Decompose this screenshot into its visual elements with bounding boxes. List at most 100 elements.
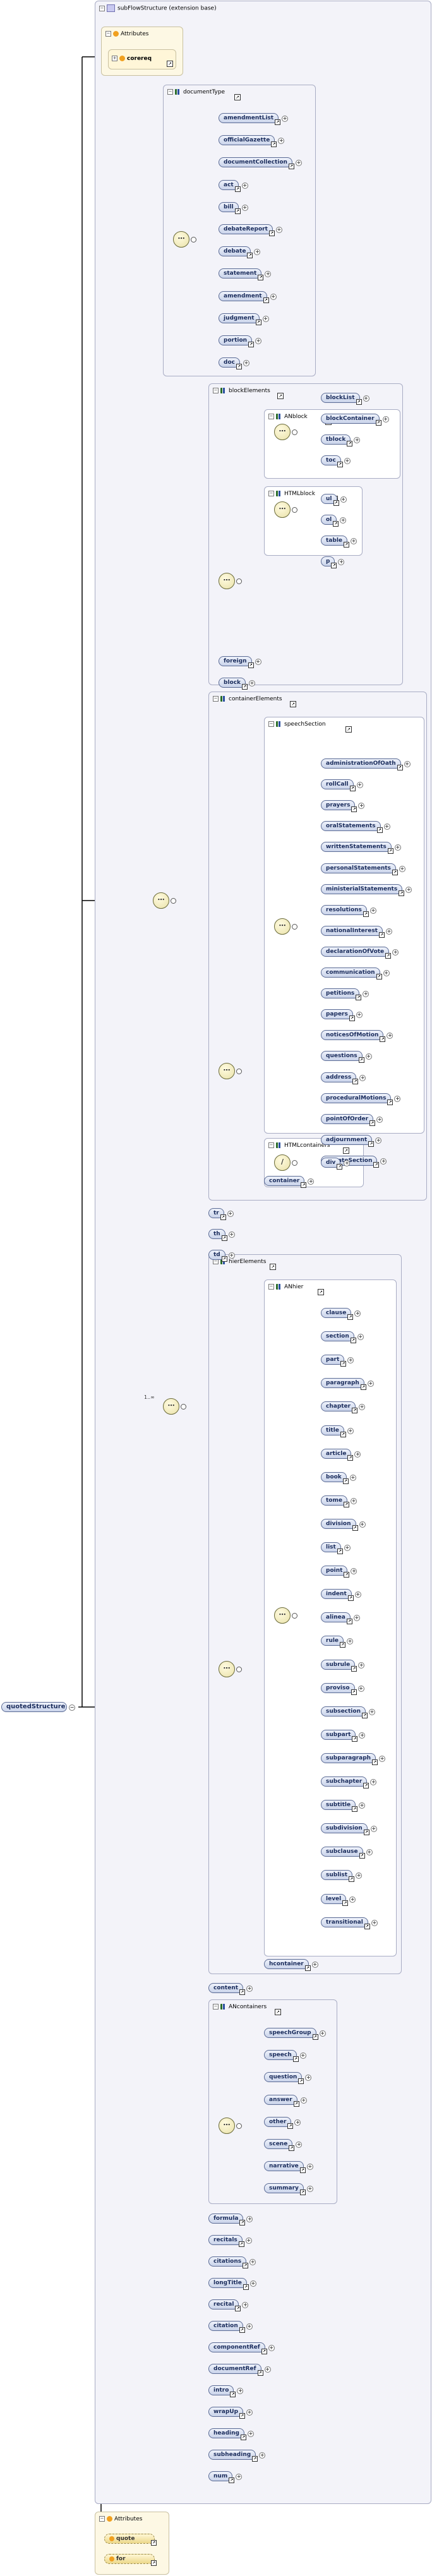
element-heading[interactable]: heading↗+ xyxy=(208,2428,254,2440)
link-arrow-icon[interactable]: ↗ xyxy=(352,1735,358,1742)
element-papers[interactable]: papers↗+ xyxy=(321,1009,363,1022)
expand-plus-icon[interactable]: + xyxy=(264,2366,271,2373)
link-arrow-icon[interactable]: ↗ xyxy=(349,1876,355,1883)
expand-plus-icon[interactable]: + xyxy=(357,1685,364,1692)
element-nationalInterest[interactable]: nationalInterest↗+ xyxy=(321,925,392,938)
expand-plus-icon[interactable]: + xyxy=(243,360,249,367)
compositor-handle[interactable] xyxy=(181,1404,186,1410)
element-subclause[interactable]: subclause↗+ xyxy=(321,1847,373,1859)
element-amendment[interactable]: amendment↗+ xyxy=(219,291,277,303)
link-arrow-icon[interactable]: ↗ xyxy=(270,1264,276,1270)
link-arrow-icon[interactable]: ↗ xyxy=(345,726,352,733)
element-intro[interactable]: intro↗+ xyxy=(208,2385,244,2397)
element-table[interactable]: table↗+ xyxy=(321,536,357,548)
link-arrow-icon[interactable]: ↗ xyxy=(363,1830,369,1836)
link-arrow-icon[interactable]: ↗ xyxy=(392,869,398,875)
element-documentRef[interactable]: documentRef↗+ xyxy=(208,2364,271,2376)
element-other[interactable]: other↗+ xyxy=(264,2116,301,2129)
link-arrow-icon[interactable]: ↗ xyxy=(255,319,261,325)
link-arrow-icon[interactable]: ↗ xyxy=(240,2435,246,2440)
element-tome[interactable]: tome↗+ xyxy=(321,1495,357,1507)
expand-plus-icon[interactable]: + xyxy=(340,496,347,503)
expand-plus-icon[interactable]: + xyxy=(359,1074,366,1081)
link-arrow-icon[interactable]: ↗ xyxy=(167,61,173,67)
link-arrow-icon[interactable]: ↗ xyxy=(346,1619,352,1625)
link-arrow-icon[interactable]: ↗ xyxy=(399,890,405,896)
link-arrow-icon[interactable]: ↗ xyxy=(373,1161,380,1168)
expand-plus-icon[interactable]: + xyxy=(387,1033,393,1039)
link-arrow-icon[interactable]: ↗ xyxy=(235,2306,241,2311)
expand-plus-icon[interactable]: − xyxy=(69,1704,75,1711)
element-officialGazette[interactable]: officialGazette↗+ xyxy=(219,135,285,148)
element-statement[interactable]: statement↗+ xyxy=(219,268,272,281)
link-arrow-icon[interactable]: ↗ xyxy=(257,2370,263,2376)
element-scene[interactable]: scene↗+ xyxy=(264,2139,303,2151)
collapse-icon[interactable]: − xyxy=(213,2004,219,2010)
link-arrow-icon[interactable]: ↗ xyxy=(239,2220,246,2226)
element-adjournment[interactable]: adjournment↗+ xyxy=(321,1134,382,1147)
link-arrow-icon[interactable]: ↗ xyxy=(352,1078,359,1084)
element-portion[interactable]: portion↗+ xyxy=(219,335,262,347)
link-arrow-icon[interactable]: ↗ xyxy=(331,563,337,568)
choice-compositor-containerElements[interactable]: ⋯ xyxy=(219,1063,242,1079)
collapse-icon[interactable]: − xyxy=(167,89,173,95)
element-subdivision[interactable]: subdivision↗+ xyxy=(321,1823,377,1836)
compositor-handle[interactable] xyxy=(292,507,297,513)
link-arrow-icon[interactable]: ↗ xyxy=(344,542,350,548)
link-arrow-icon[interactable]: ↗ xyxy=(349,1015,355,1022)
link-arrow-icon[interactable]: ↗ xyxy=(243,2284,249,2290)
link-arrow-icon[interactable]: ↗ xyxy=(261,2349,267,2354)
link-arrow-icon[interactable]: ↗ xyxy=(288,164,294,170)
expand-plus-icon[interactable]: + xyxy=(369,907,376,914)
expand-plus-icon[interactable]: + xyxy=(347,1638,354,1645)
expand-plus-icon[interactable]: + xyxy=(254,249,261,256)
expand-plus-icon[interactable]: + xyxy=(349,1474,356,1481)
choice-compositor-hierElements[interactable]: ⋯ xyxy=(219,1661,242,1677)
link-arrow-icon[interactable]: ↗ xyxy=(234,94,241,100)
expand-plus-icon[interactable]: + xyxy=(247,2431,254,2437)
expand-plus-icon[interactable]: + xyxy=(382,416,389,422)
link-arrow-icon[interactable]: ↗ xyxy=(289,2145,295,2151)
link-arrow-icon[interactable]: ↗ xyxy=(356,995,362,1001)
expand-plus-icon[interactable]: + xyxy=(296,2142,303,2148)
link-arrow-icon[interactable]: ↗ xyxy=(299,2190,306,2196)
expand-plus-icon[interactable]: + xyxy=(282,116,289,122)
expand-plus-icon[interactable]: + xyxy=(259,2452,266,2459)
link-arrow-icon[interactable]: ↗ xyxy=(397,765,403,770)
element-blockList[interactable]: blockList↗+ xyxy=(321,393,369,405)
element-proviso[interactable]: proviso↗+ xyxy=(321,1682,364,1695)
link-arrow-icon[interactable]: ↗ xyxy=(363,1783,369,1788)
expand-plus-icon[interactable]: + xyxy=(228,1252,235,1259)
element-p[interactable]: p↗+ xyxy=(321,556,345,568)
element-div[interactable]: div↗+ xyxy=(321,1158,351,1170)
root-element-quotedStructure[interactable]: quotedStructure − xyxy=(1,1702,75,1712)
link-arrow-icon[interactable]: ↗ xyxy=(248,662,254,668)
element-point[interactable]: point↗+ xyxy=(321,1566,357,1578)
link-arrow-icon[interactable]: ↗ xyxy=(385,952,392,959)
expand-plus-icon[interactable]: + xyxy=(299,2052,306,2059)
link-arrow-icon[interactable]: ↗ xyxy=(347,1454,354,1461)
expand-plus-icon[interactable]: + xyxy=(262,315,269,322)
compositor-handle[interactable] xyxy=(236,1667,242,1672)
expand-plus-icon[interactable]: + xyxy=(306,2186,313,2193)
expand-plus-icon[interactable]: + xyxy=(306,2164,313,2171)
element-amendmentList[interactable]: amendmentList↗+ xyxy=(219,113,289,125)
expand-plus-icon[interactable]: + xyxy=(246,2323,253,2330)
expand-plus-icon[interactable]: + xyxy=(278,138,285,145)
expand-plus-icon[interactable]: + xyxy=(363,991,369,998)
element-doc[interactable]: doc↗+ xyxy=(219,357,249,370)
expand-plus-icon[interactable]: + xyxy=(368,1708,375,1715)
link-arrow-icon[interactable]: ↗ xyxy=(301,1182,307,1188)
link-arrow-icon[interactable]: ↗ xyxy=(333,500,339,506)
element-book[interactable]: book↗+ xyxy=(321,1471,356,1484)
link-arrow-icon[interactable]: ↗ xyxy=(290,701,296,707)
choice-compositor-ANhier[interactable]: ⋯ xyxy=(274,1607,297,1624)
element-container[interactable]: container↗+ xyxy=(264,1176,315,1188)
expand-plus-icon[interactable]: + xyxy=(347,1357,354,1364)
element-rollCall[interactable]: rollCall↗+ xyxy=(321,779,363,792)
link-arrow-icon[interactable]: ↗ xyxy=(268,231,275,236)
expand-plus-icon[interactable]: + xyxy=(354,1451,361,1458)
expand-plus-icon[interactable]: + xyxy=(227,1211,234,1217)
link-arrow-icon[interactable]: ↗ xyxy=(242,684,248,690)
link-arrow-icon[interactable]: ↗ xyxy=(248,342,255,347)
